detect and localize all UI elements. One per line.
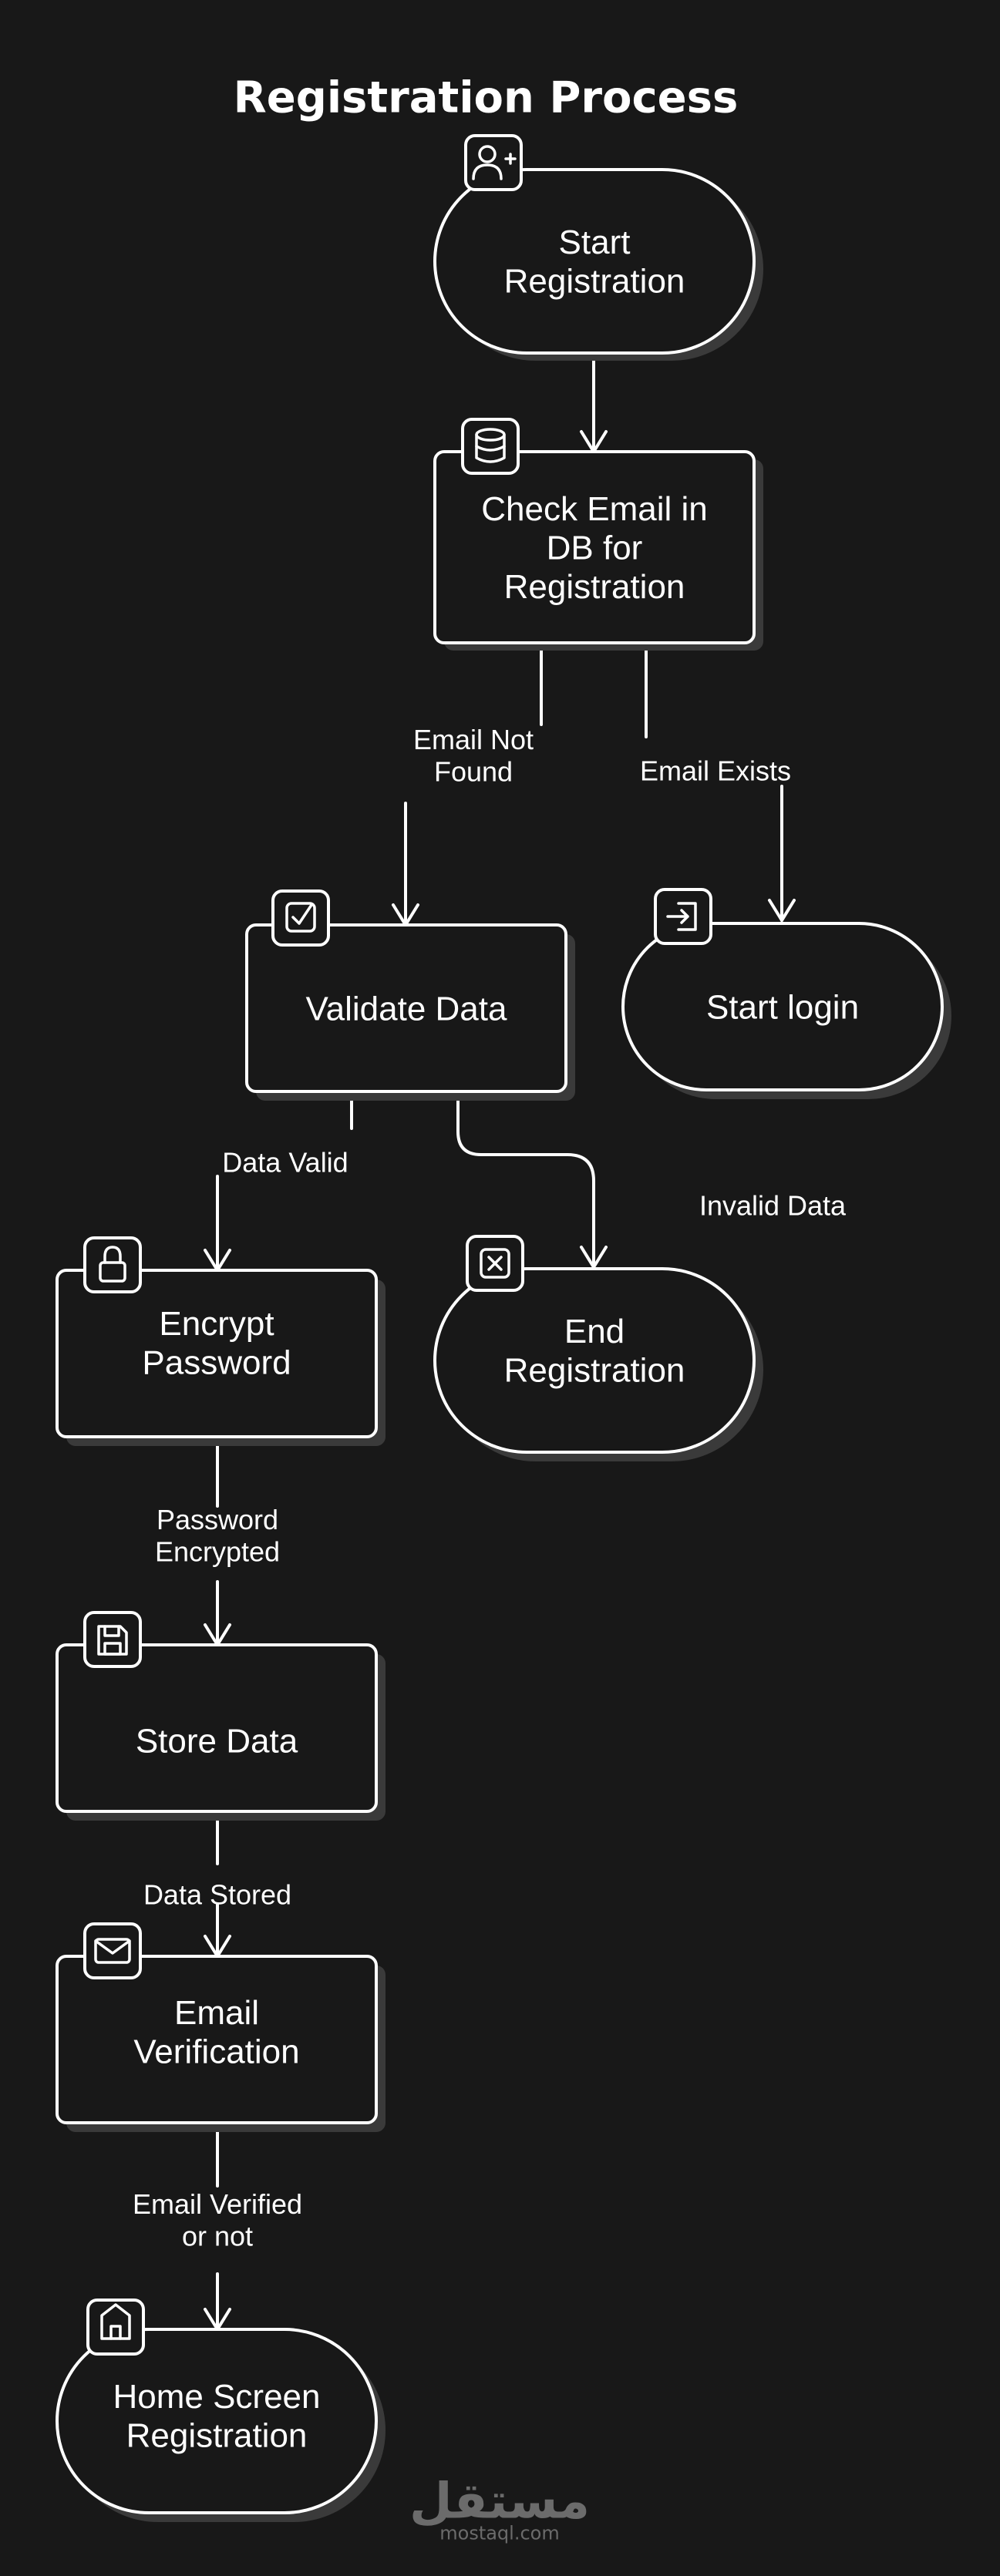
node-start-login: Start login <box>621 888 951 1099</box>
home-icon <box>86 2299 145 2356</box>
watermark-arabic: مستقل <box>409 2473 590 2530</box>
node-label: Start login <box>706 988 859 1026</box>
edge-validate-to-encrypt <box>204 1090 353 1272</box>
edge-label-data-valid: Data Valid <box>222 1147 348 1179</box>
node-validate-data: Validate Data <box>245 889 575 1101</box>
lock-icon <box>83 1236 142 1293</box>
edge-check-to-login <box>645 644 796 922</box>
user-plus-icon <box>464 134 523 191</box>
watermark-url: mostaql.com <box>439 2522 559 2544</box>
edge-start-to-check <box>580 355 608 453</box>
diagram-title: Registration Process <box>234 73 739 123</box>
mostaql-watermark: مستقل mostaql.com <box>409 2473 590 2544</box>
login-icon <box>654 888 712 945</box>
save-icon <box>83 1611 142 1668</box>
node-label: Validate Data <box>306 990 507 1027</box>
edge-label-invalid-data: Invalid Data <box>699 1190 847 1222</box>
edge-label-data-stored: Data Stored <box>143 1879 291 1911</box>
mail-icon <box>83 1922 142 1979</box>
node-store-data: Store Data <box>56 1611 386 1821</box>
close-box-icon <box>466 1235 524 1292</box>
checkbox-icon <box>271 889 330 947</box>
database-icon <box>461 418 520 475</box>
edge-label-email-exists: Email Exists <box>640 755 791 787</box>
node-label: Store Data <box>136 1722 298 1760</box>
